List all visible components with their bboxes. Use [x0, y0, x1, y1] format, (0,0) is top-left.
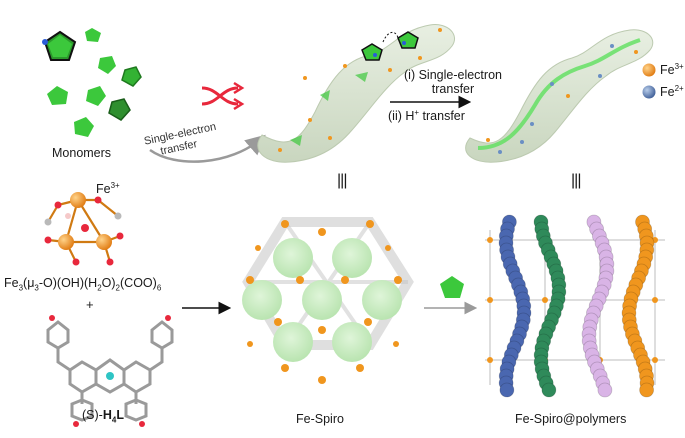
- fe3-cluster-sup: 3+: [111, 181, 120, 190]
- pyrrole-icon: [42, 32, 75, 60]
- fe3-cluster-model: [45, 192, 124, 266]
- legend-fe2-text: Fe: [660, 85, 675, 99]
- monomer-pentagon-icon: [440, 276, 464, 298]
- plus-sign: +: [86, 298, 94, 313]
- polymer-bead: [640, 383, 654, 397]
- fe-spiro-polymers-model: [485, 215, 665, 397]
- legend-fe2-sup: 2+: [675, 84, 684, 93]
- formula-part: Fe: [4, 276, 19, 290]
- chain-orange-polymer: [622, 215, 654, 397]
- legend-fe3-text: Fe: [660, 63, 675, 77]
- ligand-label: (S)-H4L: [82, 408, 124, 425]
- ligand-prefix: (S)-: [82, 408, 103, 422]
- ligand-l: L: [116, 408, 124, 422]
- monomer-pentagon-icon: [122, 67, 141, 86]
- polymer-bead: [542, 383, 556, 397]
- fe3-cluster-label: Fe3+: [96, 181, 120, 197]
- step-i-label: (i) Single-electron transfer: [388, 68, 518, 97]
- ligand-h: H: [103, 408, 112, 422]
- legend-fe2-label: Fe2+: [660, 84, 684, 100]
- chain-green-polymer: [534, 215, 566, 397]
- step-i-line2: transfer: [388, 82, 518, 96]
- legend-fe3-sup: 3+: [675, 62, 684, 71]
- polymer-bead: [598, 383, 612, 397]
- shuffle-arrows-icon: [202, 83, 242, 109]
- polymer-bead: [500, 383, 514, 397]
- formula-sub: 6: [157, 284, 161, 293]
- equivalence-mark-1: |||: [337, 172, 346, 190]
- formula-part: (μ: [23, 276, 34, 290]
- step-i-line1: (i) Single-electron: [388, 68, 518, 82]
- monomer-pentagon-icon: [85, 28, 101, 42]
- fe3-legend-icon: [643, 64, 656, 77]
- legend-fe3-label: Fe3+: [660, 62, 684, 78]
- monomer-cluster: [42, 28, 141, 137]
- monomers-label: Monomers: [52, 146, 111, 160]
- chain-pink-polymer: [582, 215, 614, 397]
- fe-spiro-label: Fe-Spiro: [296, 412, 344, 426]
- equivalence-mark-2: |||: [571, 172, 580, 190]
- fe2-legend-icon: [643, 86, 656, 99]
- fe-spiro-polymers-label: Fe-Spiro@polymers: [515, 412, 626, 426]
- formula-part: O): [102, 276, 116, 290]
- chain-blue-polymer: [499, 215, 531, 397]
- monomer-pentagon-icon: [98, 56, 116, 74]
- monomer-pentagon-icon: [74, 117, 94, 137]
- step-ii-end: transfer: [419, 109, 465, 123]
- monomer-pentagon-icon: [86, 86, 106, 106]
- monomer-pentagon-icon: [47, 86, 68, 105]
- formula-part: (COO): [120, 276, 157, 290]
- step-ii-text: (ii) H: [388, 109, 414, 123]
- formula-part: -O)(OH)(H: [39, 276, 97, 290]
- fe-spiro-framework: [242, 220, 408, 384]
- cluster-formula: Fe3(μ3-O)(OH)(H2O)2(COO)6: [4, 276, 161, 293]
- step-ii-label: (ii) H+ transfer: [388, 108, 465, 124]
- pyrrole-icon: [362, 44, 382, 60]
- fe3-cluster-text: Fe: [96, 182, 111, 196]
- monomer-pentagon-icon: [109, 99, 130, 120]
